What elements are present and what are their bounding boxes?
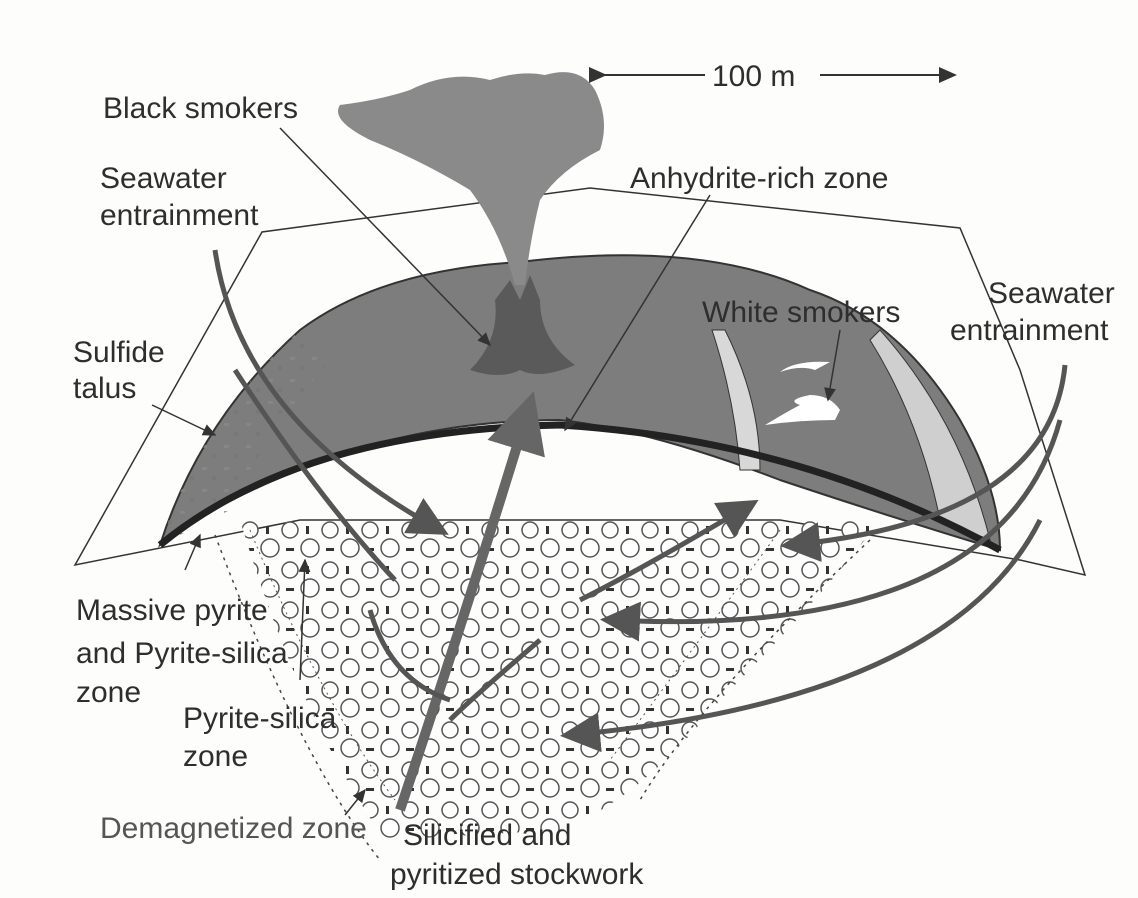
entrainment-arrows: [212, 249, 1068, 753]
label-pyrite-silica-1: Pyrite-silica: [183, 702, 337, 735]
sulfide-talus-left: [160, 330, 330, 545]
pyrite-silica-boundary: [249, 529, 781, 801]
label-seawater-right-1: Seawater: [988, 277, 1115, 310]
leader-lines: [151, 127, 841, 816]
label-massive-pyrite-1: Massive pyrite: [76, 594, 268, 627]
label-anhydrite: Anhydrite-rich zone: [630, 162, 888, 195]
mound-base: [157, 421, 1002, 554]
label-massive-pyrite-3: zone: [76, 676, 141, 709]
white-smoker-plume-2: [765, 395, 840, 425]
talus-right: [869, 329, 991, 541]
label-white-smokers: White smokers: [702, 296, 900, 329]
white-smoker-chimney-band: [711, 329, 761, 471]
upflow-arrow: [395, 391, 545, 812]
black-smoker-chimney: [470, 275, 575, 375]
demagnetized-boundary: [214, 534, 871, 861]
label-seawater-left-1: Seawater: [100, 162, 227, 195]
label-demagnetized: Demagnetized zone: [100, 812, 367, 845]
label-stockwork-1: Silicified and: [403, 819, 571, 852]
scale-label: 100 m: [712, 60, 795, 93]
label-massive-pyrite-2: and Pyrite-silica: [76, 637, 288, 670]
stockwork-zone: [240, 520, 880, 840]
label-sulfide-talus-2: talus: [73, 372, 136, 405]
label-sulfide-talus-1: Sulfide: [73, 336, 165, 369]
label-stockwork-2: pyritized stockwork: [390, 858, 644, 891]
white-smoker-plume-1: [780, 361, 830, 372]
black-smoker-plume: [338, 72, 604, 286]
label-seawater-right-2: entrainment: [950, 314, 1109, 347]
label-seawater-left-2: entrainment: [100, 199, 259, 232]
sulfide-mound: [158, 254, 1002, 552]
label-black-smokers: Black smokers: [103, 92, 298, 125]
label-pyrite-silica-2: zone: [183, 740, 248, 773]
